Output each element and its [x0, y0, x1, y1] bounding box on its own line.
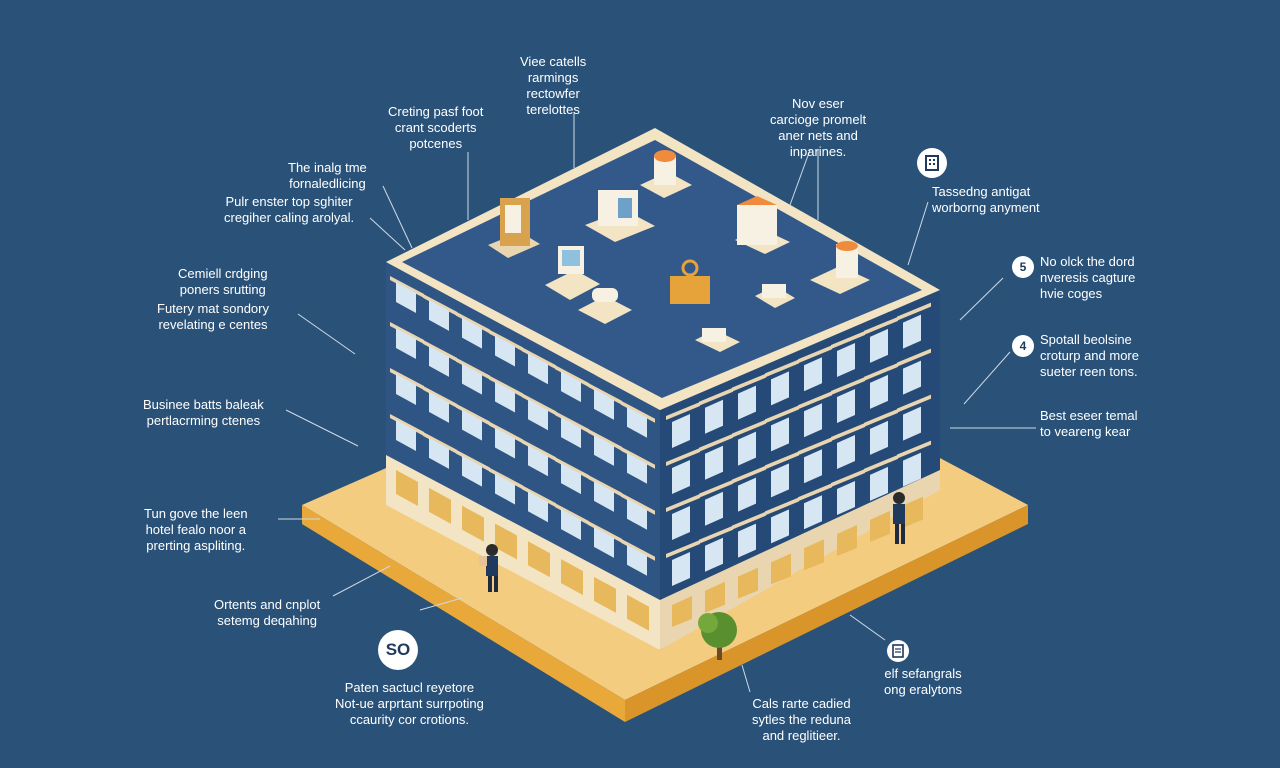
badge-so: SO	[378, 630, 418, 670]
label-right-3: Spotall beolsine croturp and more sueter…	[1040, 332, 1139, 379]
document-icon-glyph	[892, 644, 904, 658]
badge-four: 4	[1012, 335, 1034, 357]
person-left	[479, 544, 498, 592]
label-left-4: Futery mat sondory revelating e centes	[157, 301, 269, 332]
leader-lines	[278, 112, 1036, 693]
label-top-left-1: Creting pasf foot crant scoderts potcene…	[388, 104, 484, 151]
label-bottom-left: Paten sactucl reyetore Not-ue arprtant s…	[335, 680, 484, 727]
label-right-2: No olck the dord nveresis cagture hvie c…	[1040, 254, 1136, 301]
person-right	[893, 492, 905, 544]
document-icon	[887, 640, 909, 662]
label-left-2: Pulr enster top sghiter cregiher caling …	[224, 194, 355, 225]
label-left-1: The inalg tme fornaledlicing	[288, 160, 367, 191]
label-left-7: Ortents and cnplot setemg deqahing	[214, 597, 321, 628]
label-right-1: Tassedng antigat worborng anyment	[932, 184, 1040, 215]
windows-right	[666, 302, 931, 627]
label-top-right-1: Nov eser carcioge promelt aner nets and …	[770, 96, 867, 159]
badge-five: 5	[1012, 256, 1034, 278]
windows-left	[390, 276, 655, 631]
label-top-center: Viee catells rarmings rectowfer terelott…	[520, 54, 587, 117]
building-icon	[917, 148, 947, 178]
building-icon-glyph	[925, 155, 939, 171]
label-bottom-center: Cals rarte cadied sytles the reduna and …	[752, 696, 852, 743]
label-left-5: Businee batts baleak pertlacrming ctenes	[143, 397, 264, 428]
label-left-6: Tun gove the leen hotel fealo noor a pre…	[144, 506, 248, 553]
label-right-4: Best eseer temal to veareng kear	[1040, 408, 1138, 439]
label-bottom-right: elf sefangrals ong eralytons	[884, 666, 963, 697]
label-left-3: Cemiell crdging poners srutting	[178, 266, 268, 297]
tree	[698, 612, 737, 660]
roof-devices	[488, 150, 870, 352]
